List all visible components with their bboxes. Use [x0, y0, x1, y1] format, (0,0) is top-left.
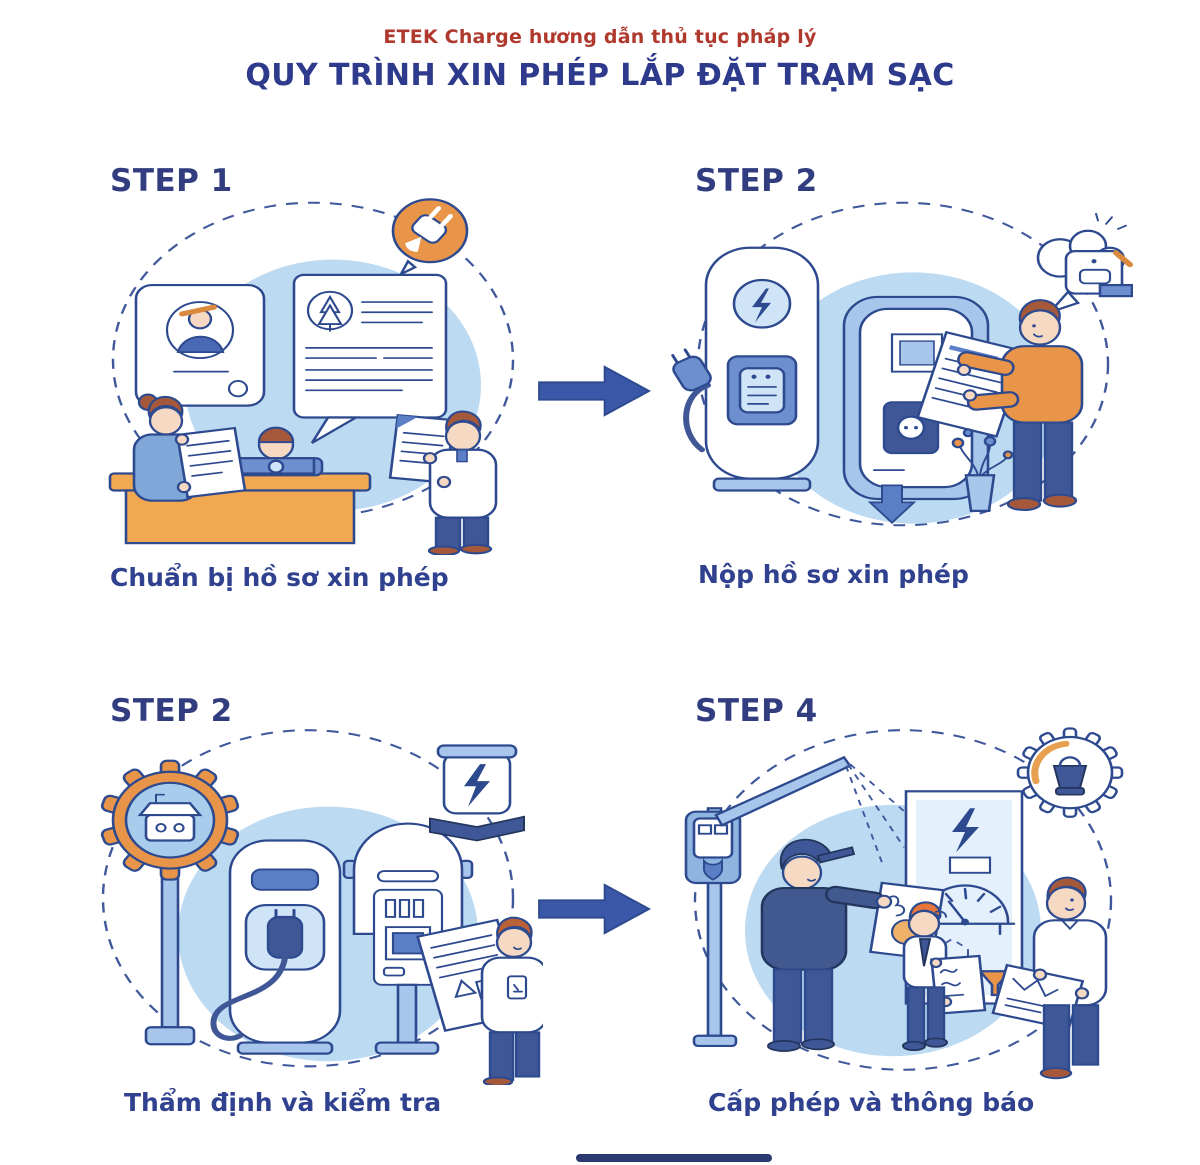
step-2-caption: Nộp hồ sơ xin phép [698, 560, 969, 589]
step-1-caption: Chuẩn bị hồ sơ xin phép [110, 563, 449, 592]
plug-icon [671, 348, 712, 392]
inspection-station [210, 839, 342, 1055]
battery-book-icon [429, 744, 525, 842]
kid-assistant [902, 901, 987, 1052]
man-with-document [388, 410, 498, 555]
page-title: QUY TRÌNH XIN PHÉP LẮP ĐẶT TRẠM SẠC [245, 58, 955, 93]
scene-step-3-illustration [100, 729, 543, 1085]
step-3-label: STEP 2 [110, 693, 233, 729]
flow-arrow-top [538, 365, 652, 417]
step-3-caption: Thẩm định và kiểm tra [124, 1088, 442, 1117]
document-bubble [292, 273, 448, 444]
dashed-orbit [101, 729, 515, 1068]
pencil-icon [1113, 250, 1133, 268]
scene-step-2-illustration [671, 201, 1133, 527]
meter-kiosk [342, 822, 474, 1055]
step-4-caption: Cấp phép và thông báo [708, 1088, 1035, 1117]
step-1-label: STEP 1 [110, 163, 233, 199]
approval-gear-icon [1016, 727, 1124, 818]
down-arrow-icon [867, 484, 917, 525]
submission-bubble [1036, 212, 1133, 315]
street-meter-pole [684, 807, 742, 1048]
woman-with-document [132, 393, 247, 502]
step-4-label: STEP 4 [695, 693, 818, 729]
meter-gear-icon [100, 759, 240, 1046]
laptop-person [228, 426, 324, 477]
footer-bar [576, 1154, 772, 1162]
dashed-orbit [693, 729, 1113, 1071]
scene-step-4-illustration [684, 727, 1124, 1080]
profile-card-bubble [134, 283, 266, 407]
recipient-man [991, 876, 1108, 1080]
dashed-orbit [111, 201, 515, 518]
scene-step-1-illustration [108, 198, 515, 555]
inspector-person [480, 916, 543, 1085]
charging-station-left [671, 246, 820, 492]
mast [714, 755, 931, 863]
shield-icon [703, 858, 723, 881]
applicant-man [916, 299, 1084, 512]
plug-badge-icon [391, 198, 469, 277]
lightning-icon [752, 288, 771, 323]
lightning-icon [952, 808, 979, 853]
flower-vase [951, 428, 1014, 512]
flow-arrow-bottom [538, 883, 652, 935]
step-2-label: STEP 2 [695, 163, 818, 199]
kicker-text: ETEK Charge hương dẫn thủ tục pháp lý [383, 26, 817, 48]
